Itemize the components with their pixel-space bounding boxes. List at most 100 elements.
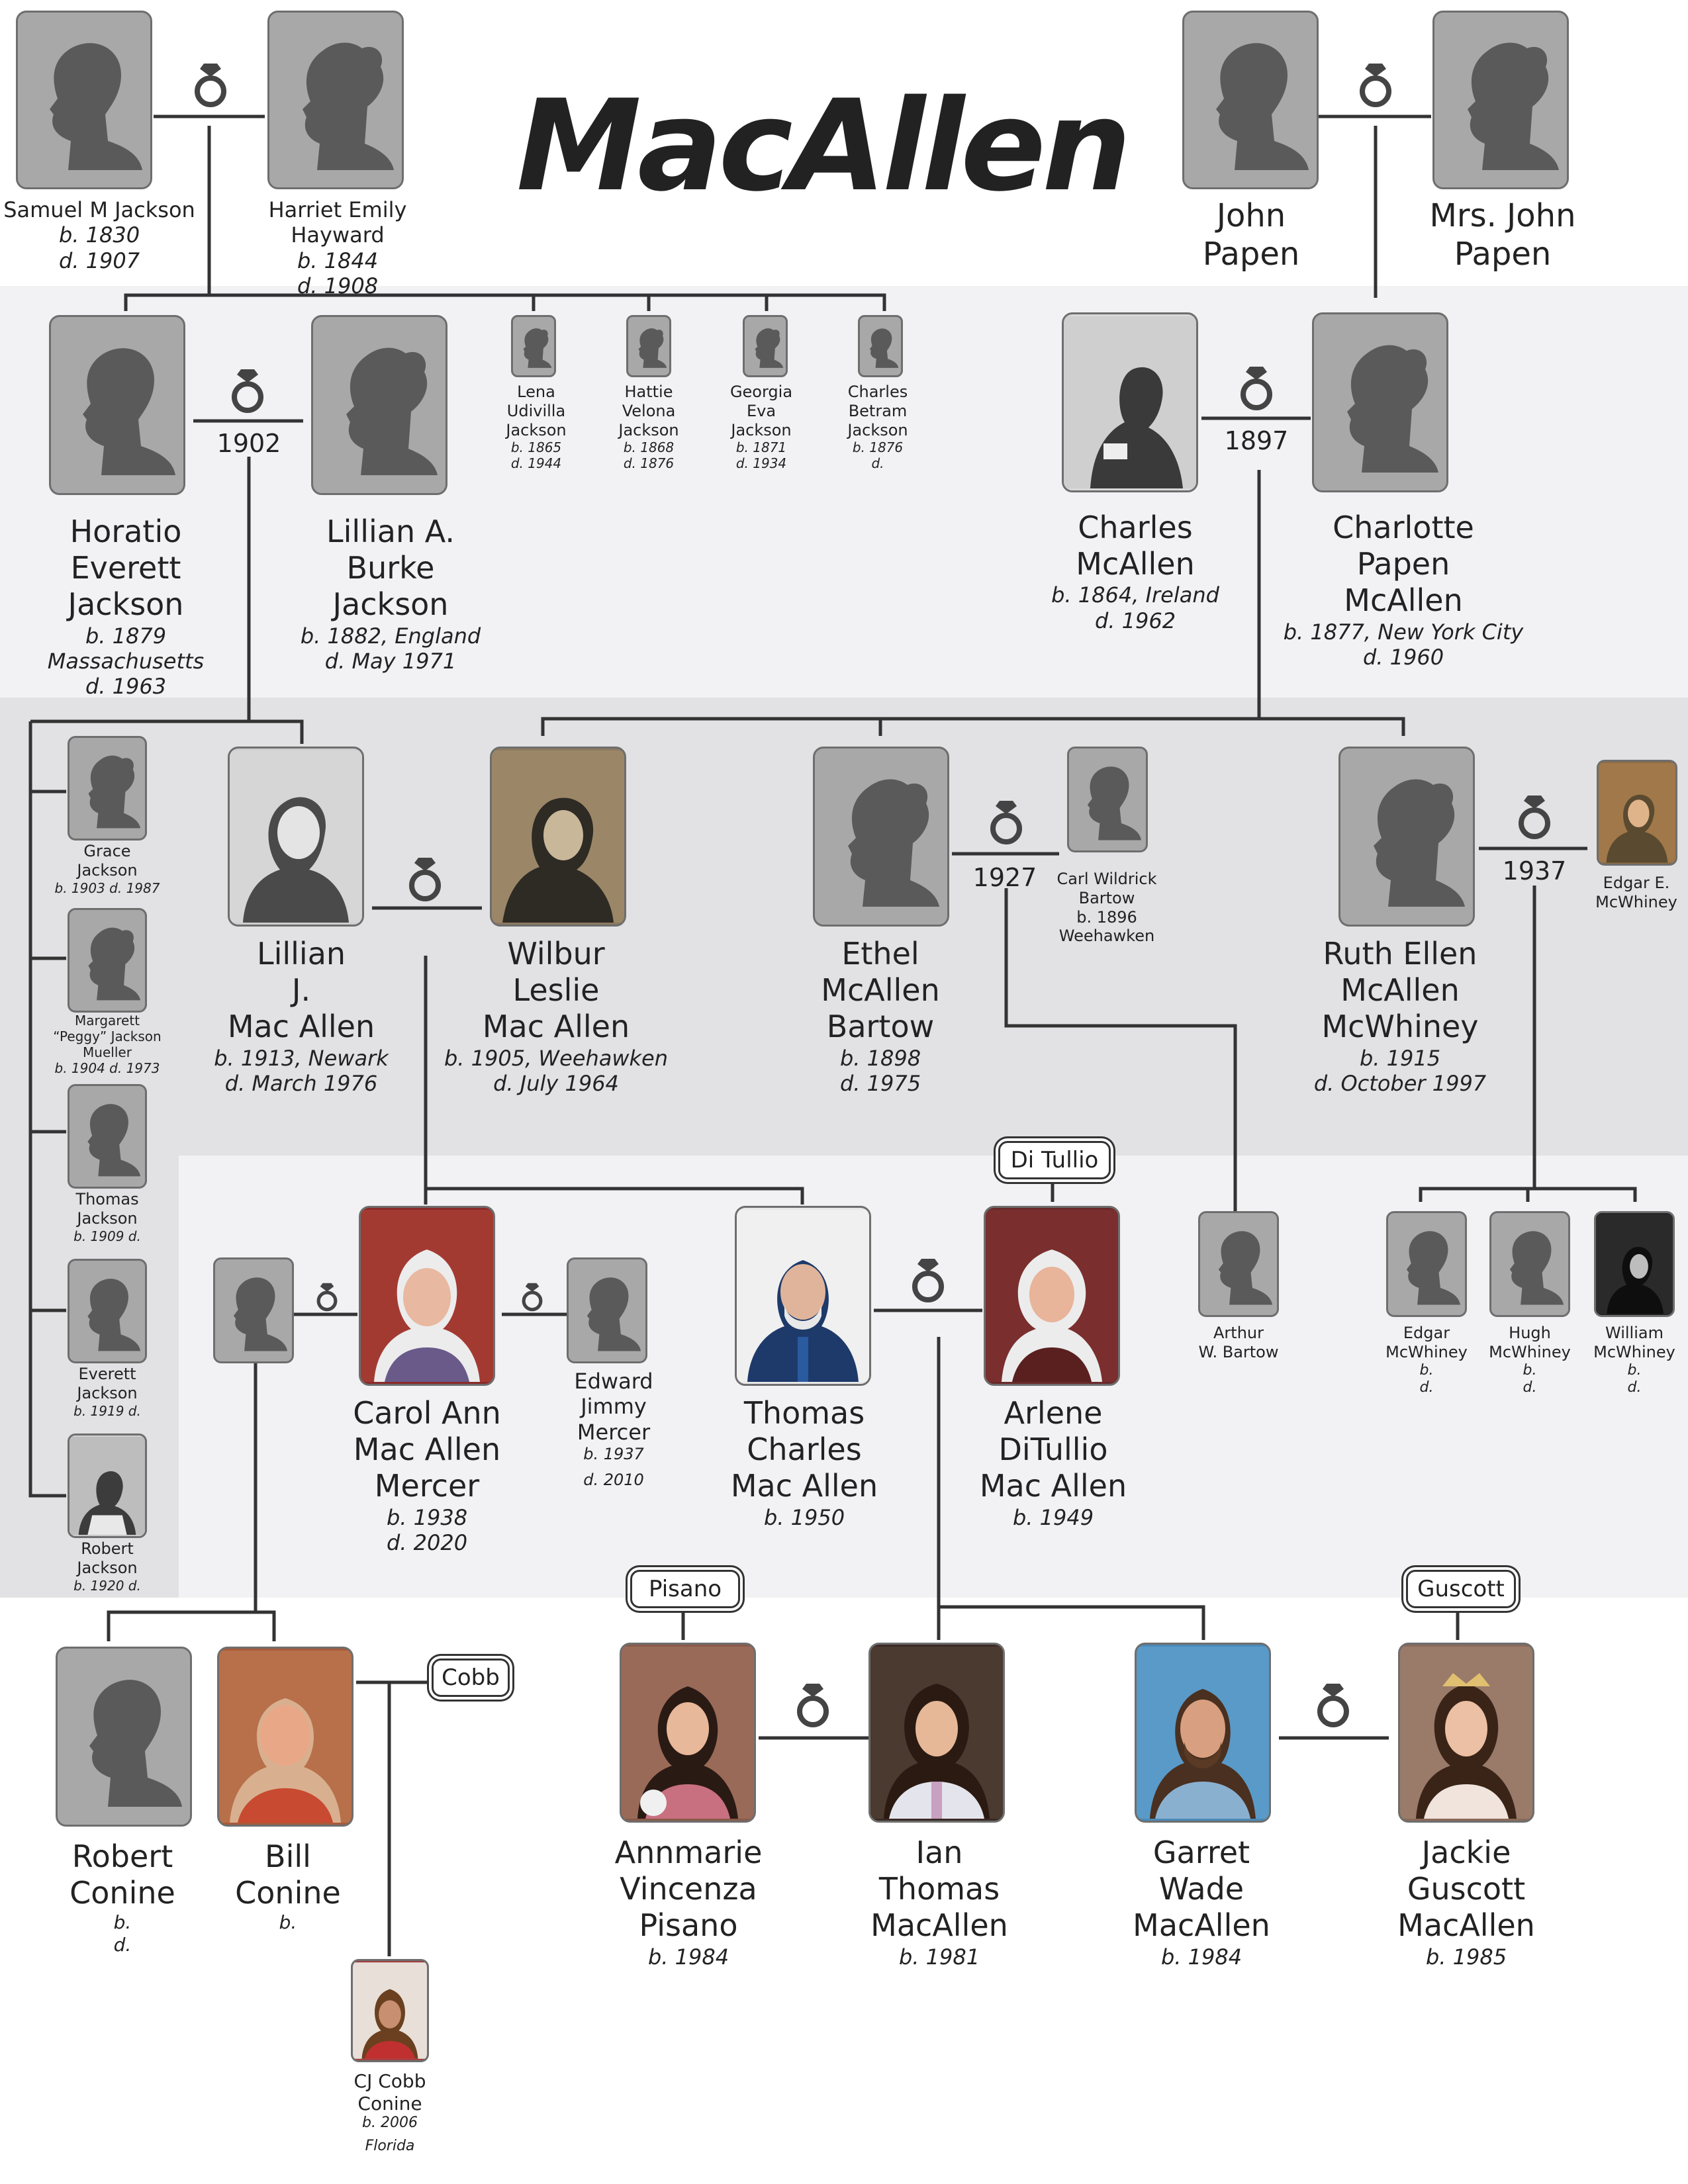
- portrait-robert-conine[interactable]: [56, 1647, 192, 1827]
- photo-thomas-charles[interactable]: [735, 1206, 871, 1386]
- maiden-name-tag-pisano: Pisano: [630, 1570, 740, 1608]
- female-silhouette-icon: [638, 328, 667, 368]
- photo-arlene[interactable]: [984, 1206, 1120, 1386]
- man-photo-icon: [70, 1436, 145, 1535]
- portrait-arthur[interactable]: [1198, 1211, 1279, 1317]
- portrait-lillian-burke[interactable]: [311, 315, 447, 495]
- wedding-ring-icon: [316, 1283, 338, 1312]
- marriage-year-ruth-edgar: 1937: [1502, 856, 1567, 886]
- male-silhouette-icon: [87, 1104, 141, 1177]
- portrait-thomas-jackson[interactable]: [68, 1084, 147, 1189]
- portrait-harriet[interactable]: [267, 11, 404, 189]
- portrait-grace[interactable]: [68, 736, 147, 841]
- female-silhouette-icon: [1468, 42, 1559, 170]
- photo-carol[interactable]: [359, 1206, 495, 1386]
- portrait-charlotte[interactable]: [1312, 312, 1448, 492]
- maiden-name-tag-guscott: Guscott: [1406, 1570, 1516, 1608]
- portrait-ethel[interactable]: [813, 747, 949, 927]
- wedding-ring-icon: [1241, 367, 1272, 410]
- male-silhouette-icon: [1218, 1231, 1273, 1305]
- man-photo-icon: [870, 1647, 1003, 1819]
- portrait-hattie[interactable]: [626, 315, 671, 377]
- portrait-carol-first-spouse[interactable]: [213, 1257, 294, 1363]
- man-photo-icon: [492, 751, 624, 923]
- portrait-mrs-john-papen[interactable]: [1432, 11, 1569, 189]
- photo-garret[interactable]: [1135, 1643, 1271, 1823]
- male-silhouette-icon: [1087, 766, 1142, 841]
- man-photo-icon: [1599, 762, 1675, 863]
- portrait-edgar-mcwhiney[interactable]: [1386, 1211, 1467, 1317]
- male-silhouette-icon: [1216, 43, 1309, 170]
- photo-edgar-e[interactable]: [1597, 760, 1677, 866]
- portrait-lena[interactable]: [511, 315, 556, 377]
- female-silhouette-icon: [88, 927, 141, 1001]
- photo-lillian-j[interactable]: [228, 747, 364, 927]
- portrait-margarett[interactable]: [68, 908, 147, 1013]
- portrait-john-papen[interactable]: [1182, 11, 1319, 189]
- portrait-samuel[interactable]: [16, 11, 152, 189]
- portrait-hugh[interactable]: [1489, 1211, 1570, 1317]
- male-silhouette-icon: [1406, 1231, 1461, 1305]
- female-silhouette-icon: [303, 42, 394, 170]
- photo-annmarie[interactable]: [620, 1643, 756, 1823]
- wedding-ring-icon: [1360, 64, 1391, 107]
- female-silhouette-icon: [88, 755, 141, 829]
- male-silhouette-icon: [586, 1277, 641, 1351]
- photo-jackie[interactable]: [1398, 1643, 1534, 1823]
- photo-robert-jackson[interactable]: [68, 1433, 147, 1538]
- wedding-ring-icon: [409, 858, 441, 901]
- photo-william[interactable]: [1594, 1211, 1675, 1317]
- portrait-edward[interactable]: [567, 1257, 647, 1363]
- man-photo-icon: [219, 1651, 352, 1823]
- male-silhouette-icon: [50, 43, 142, 170]
- woman-photo-icon: [361, 1210, 493, 1382]
- photo-bill[interactable]: [217, 1647, 353, 1827]
- wedding-ring-icon: [232, 369, 263, 413]
- wedding-ring-icon: [195, 64, 226, 107]
- portrait-charles-betram[interactable]: [858, 315, 903, 377]
- marriage-year-ethel-carl: 1927: [972, 863, 1037, 892]
- female-silhouette-icon: [848, 779, 939, 907]
- photo-charles-mcallen[interactable]: [1062, 312, 1198, 492]
- female-silhouette-icon: [755, 328, 784, 368]
- photo-wilbur[interactable]: [490, 747, 626, 927]
- man-photo-icon: [353, 1962, 427, 2059]
- portrait-carl[interactable]: [1067, 747, 1148, 852]
- wedding-ring-icon: [1317, 1684, 1349, 1727]
- female-silhouette-icon: [523, 328, 552, 368]
- photo-ian[interactable]: [868, 1643, 1005, 1823]
- photo-cj[interactable]: [351, 1959, 429, 2062]
- woman-photo-icon: [230, 751, 362, 923]
- wedding-ring-icon: [1519, 796, 1550, 839]
- portrait-georgia[interactable]: [743, 315, 788, 377]
- portrait-ruth[interactable]: [1338, 747, 1475, 927]
- portrait-horatio[interactable]: [49, 315, 185, 495]
- portrait-everett[interactable]: [68, 1259, 147, 1363]
